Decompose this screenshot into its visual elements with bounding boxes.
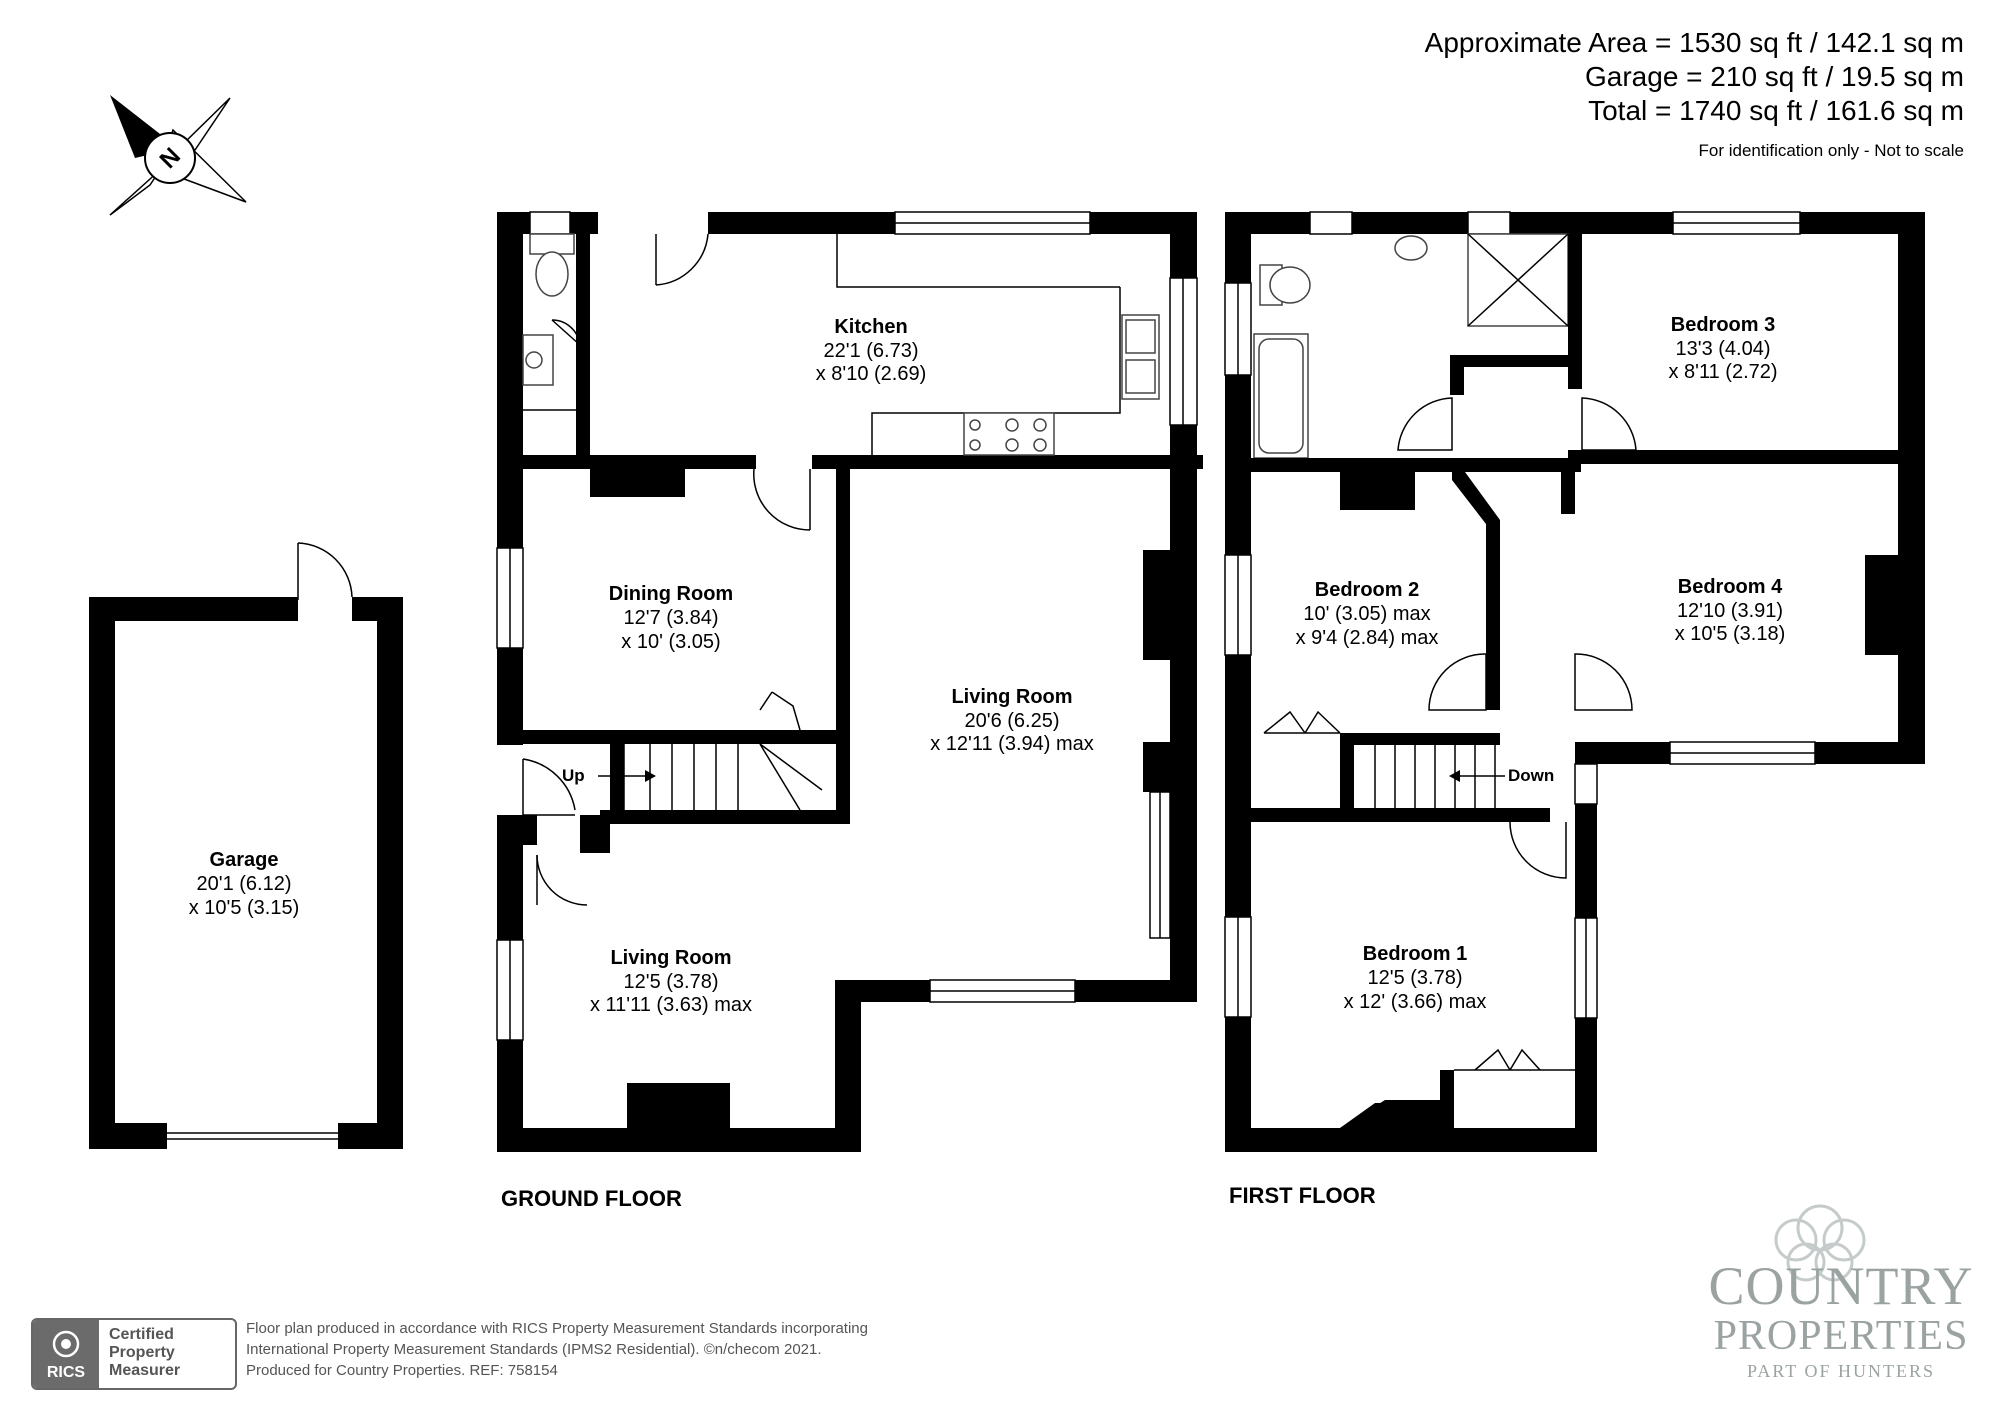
rics-badge-text: Certified Property Measurer (109, 1326, 180, 1380)
first-floor-label: FIRST FLOOR (1229, 1183, 1376, 1208)
living-room-large-label: Living Room (951, 686, 1072, 708)
approximate-area-text: Approximate Area = 1530 sq ft / 142.1 sq… (1424, 27, 1964, 58)
brand-line-2: PROPERTIES (1713, 1313, 1969, 1359)
garage-label: Garage (210, 849, 279, 871)
living-room-large-dim1: 20'6 (6.25) (965, 710, 1060, 732)
bedroom-1-dim1: 12'5 (3.78) (1368, 967, 1463, 989)
rics-logo-text: RICS (46, 1364, 86, 1381)
living-room-large-dim2: x 12'11 (3.94) max (930, 733, 1094, 755)
first-floor-plan: Down (1224, 211, 1925, 1152)
ground-floor-label: GROUND FLOOR (501, 1186, 682, 1211)
rics-line3: Measurer (109, 1362, 181, 1379)
bedroom-1-label: Bedroom 1 (1363, 943, 1467, 965)
scale-note: For identification only - Not to scale (1698, 141, 1964, 160)
area-summary: Approximate Area = 1530 sq ft / 142.1 sq… (1425, 26, 1964, 168)
garage-dim2: x 10'5 (3.15) (189, 897, 300, 919)
rics-logo: RICS (33, 1320, 99, 1388)
bedroom-4-dim1: 12'10 (3.91) (1677, 600, 1783, 622)
ground-floor-plan: Up (496, 211, 1203, 1152)
country-properties-logo: COUNTRY PROPERTIES PART OF HUNTERS (1706, 1258, 1976, 1384)
bedroom-3-dim2: x 8'11 (2.72) (1668, 361, 1777, 383)
bedroom-4-dim2: x 10'5 (3.18) (1675, 623, 1786, 645)
kitchen-dim1: 22'1 (6.73) (824, 340, 919, 362)
dining-room-dim2: x 10' (3.05) (621, 631, 720, 653)
footer-line-1: Floor plan produced in accordance with R… (246, 1320, 868, 1337)
dining-room-label: Dining Room (609, 583, 733, 605)
kitchen-label: Kitchen (834, 316, 907, 338)
bedroom-1-dim2: x 12' (3.66) max (1344, 991, 1487, 1013)
rics-line1: Certified (109, 1326, 174, 1343)
room-labels: Kitchen 22'1 (6.73) x 8'10 (2.69) Dining… (189, 314, 1786, 1211)
living-room-small-label: Living Room (610, 947, 731, 969)
bedroom-2-dim1: 10' (3.05) max (1303, 603, 1430, 625)
bedroom-3-label: Bedroom 3 (1671, 314, 1775, 336)
footer-line-3: Produced for Country Properties. REF: 75… (246, 1362, 558, 1379)
compass-rose-icon: N (109, 95, 247, 216)
brand-line-1: COUNTRY (1708, 1256, 1974, 1316)
bedroom-2-dim2: x 9'4 (2.84) max (1296, 627, 1439, 649)
rics-certified-badge: RICS Certified Property Measurer (31, 1318, 237, 1390)
footer-line-2: International Property Measurement Stand… (246, 1341, 822, 1358)
stairs-down-label: Down (1508, 766, 1554, 785)
bedroom-4-label: Bedroom 4 (1678, 576, 1783, 598)
garage-area-text: Garage = 210 sq ft / 19.5 sq m (1585, 61, 1964, 92)
rics-lion-icon (52, 1330, 80, 1358)
bedroom-3-dim1: 13'3 (4.04) (1676, 338, 1771, 360)
brand-emblem-icon (1774, 1204, 1866, 1282)
living-room-small-dim1: 12'5 (3.78) (624, 971, 719, 993)
stairs-up-label: Up (562, 766, 585, 785)
garage-plan (89, 542, 403, 1149)
bedroom-2-label: Bedroom 2 (1315, 579, 1419, 601)
total-area-text: Total = 1740 sq ft / 161.6 sq m (1588, 95, 1964, 126)
dining-room-dim1: 12'7 (3.84) (624, 607, 719, 629)
living-room-small-dim2: x 11'11 (3.63) max (590, 994, 752, 1016)
garage-dim1: 20'1 (6.12) (197, 873, 292, 895)
footer-notes: Floor plan produced in accordance with R… (246, 1318, 868, 1381)
kitchen-dim2: x 8'10 (2.69) (816, 363, 927, 385)
rics-line2: Property (109, 1344, 175, 1361)
brand-line-3: PART OF HUNTERS (1747, 1361, 1935, 1381)
